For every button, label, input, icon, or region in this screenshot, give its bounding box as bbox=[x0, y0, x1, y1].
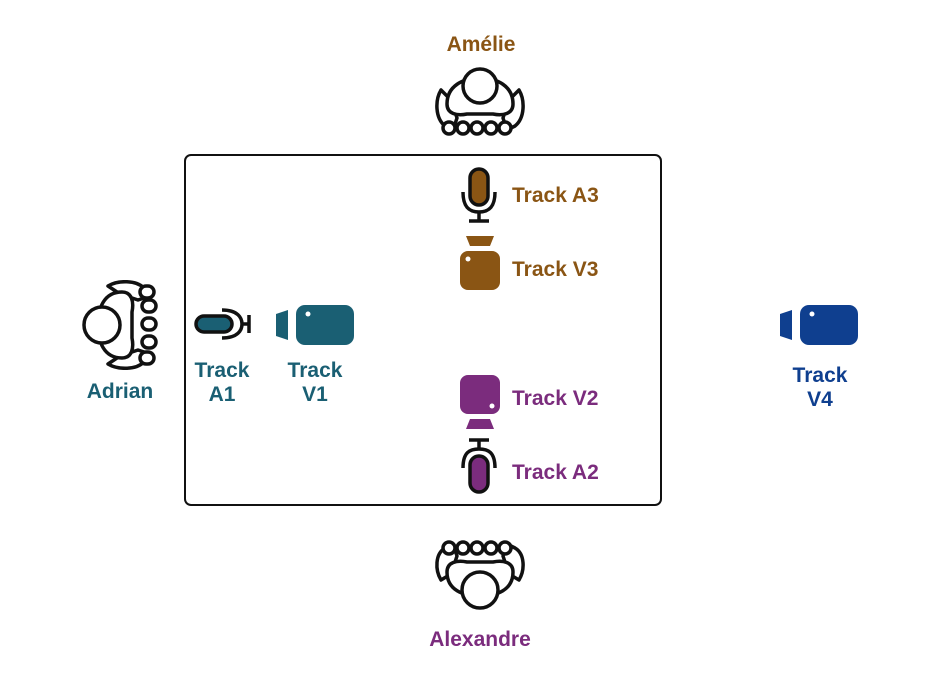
microphone-icon bbox=[194, 308, 251, 340]
microphone-icon bbox=[461, 167, 497, 223]
person-label-adrian: Adrian bbox=[86, 380, 154, 403]
person-label-amelie: Amélie bbox=[446, 33, 516, 56]
track-label-v2: Track V2 bbox=[512, 387, 599, 410]
person-top-view-icon bbox=[82, 280, 158, 370]
video-camera-icon bbox=[276, 305, 354, 345]
track-label-a2: Track A2 bbox=[512, 461, 599, 484]
microphone-icon bbox=[461, 438, 497, 494]
video-camera-icon bbox=[460, 236, 500, 290]
person-top-view-icon bbox=[435, 540, 525, 610]
video-camera-icon bbox=[460, 375, 500, 429]
video-camera-icon bbox=[780, 305, 858, 345]
track-label-a3: Track A3 bbox=[512, 184, 599, 207]
person-label-alexandre: Alexandre bbox=[429, 628, 531, 651]
track-label-v3: Track V3 bbox=[512, 258, 599, 281]
room-boundary bbox=[184, 154, 662, 506]
person-top-view-icon bbox=[435, 67, 525, 136]
